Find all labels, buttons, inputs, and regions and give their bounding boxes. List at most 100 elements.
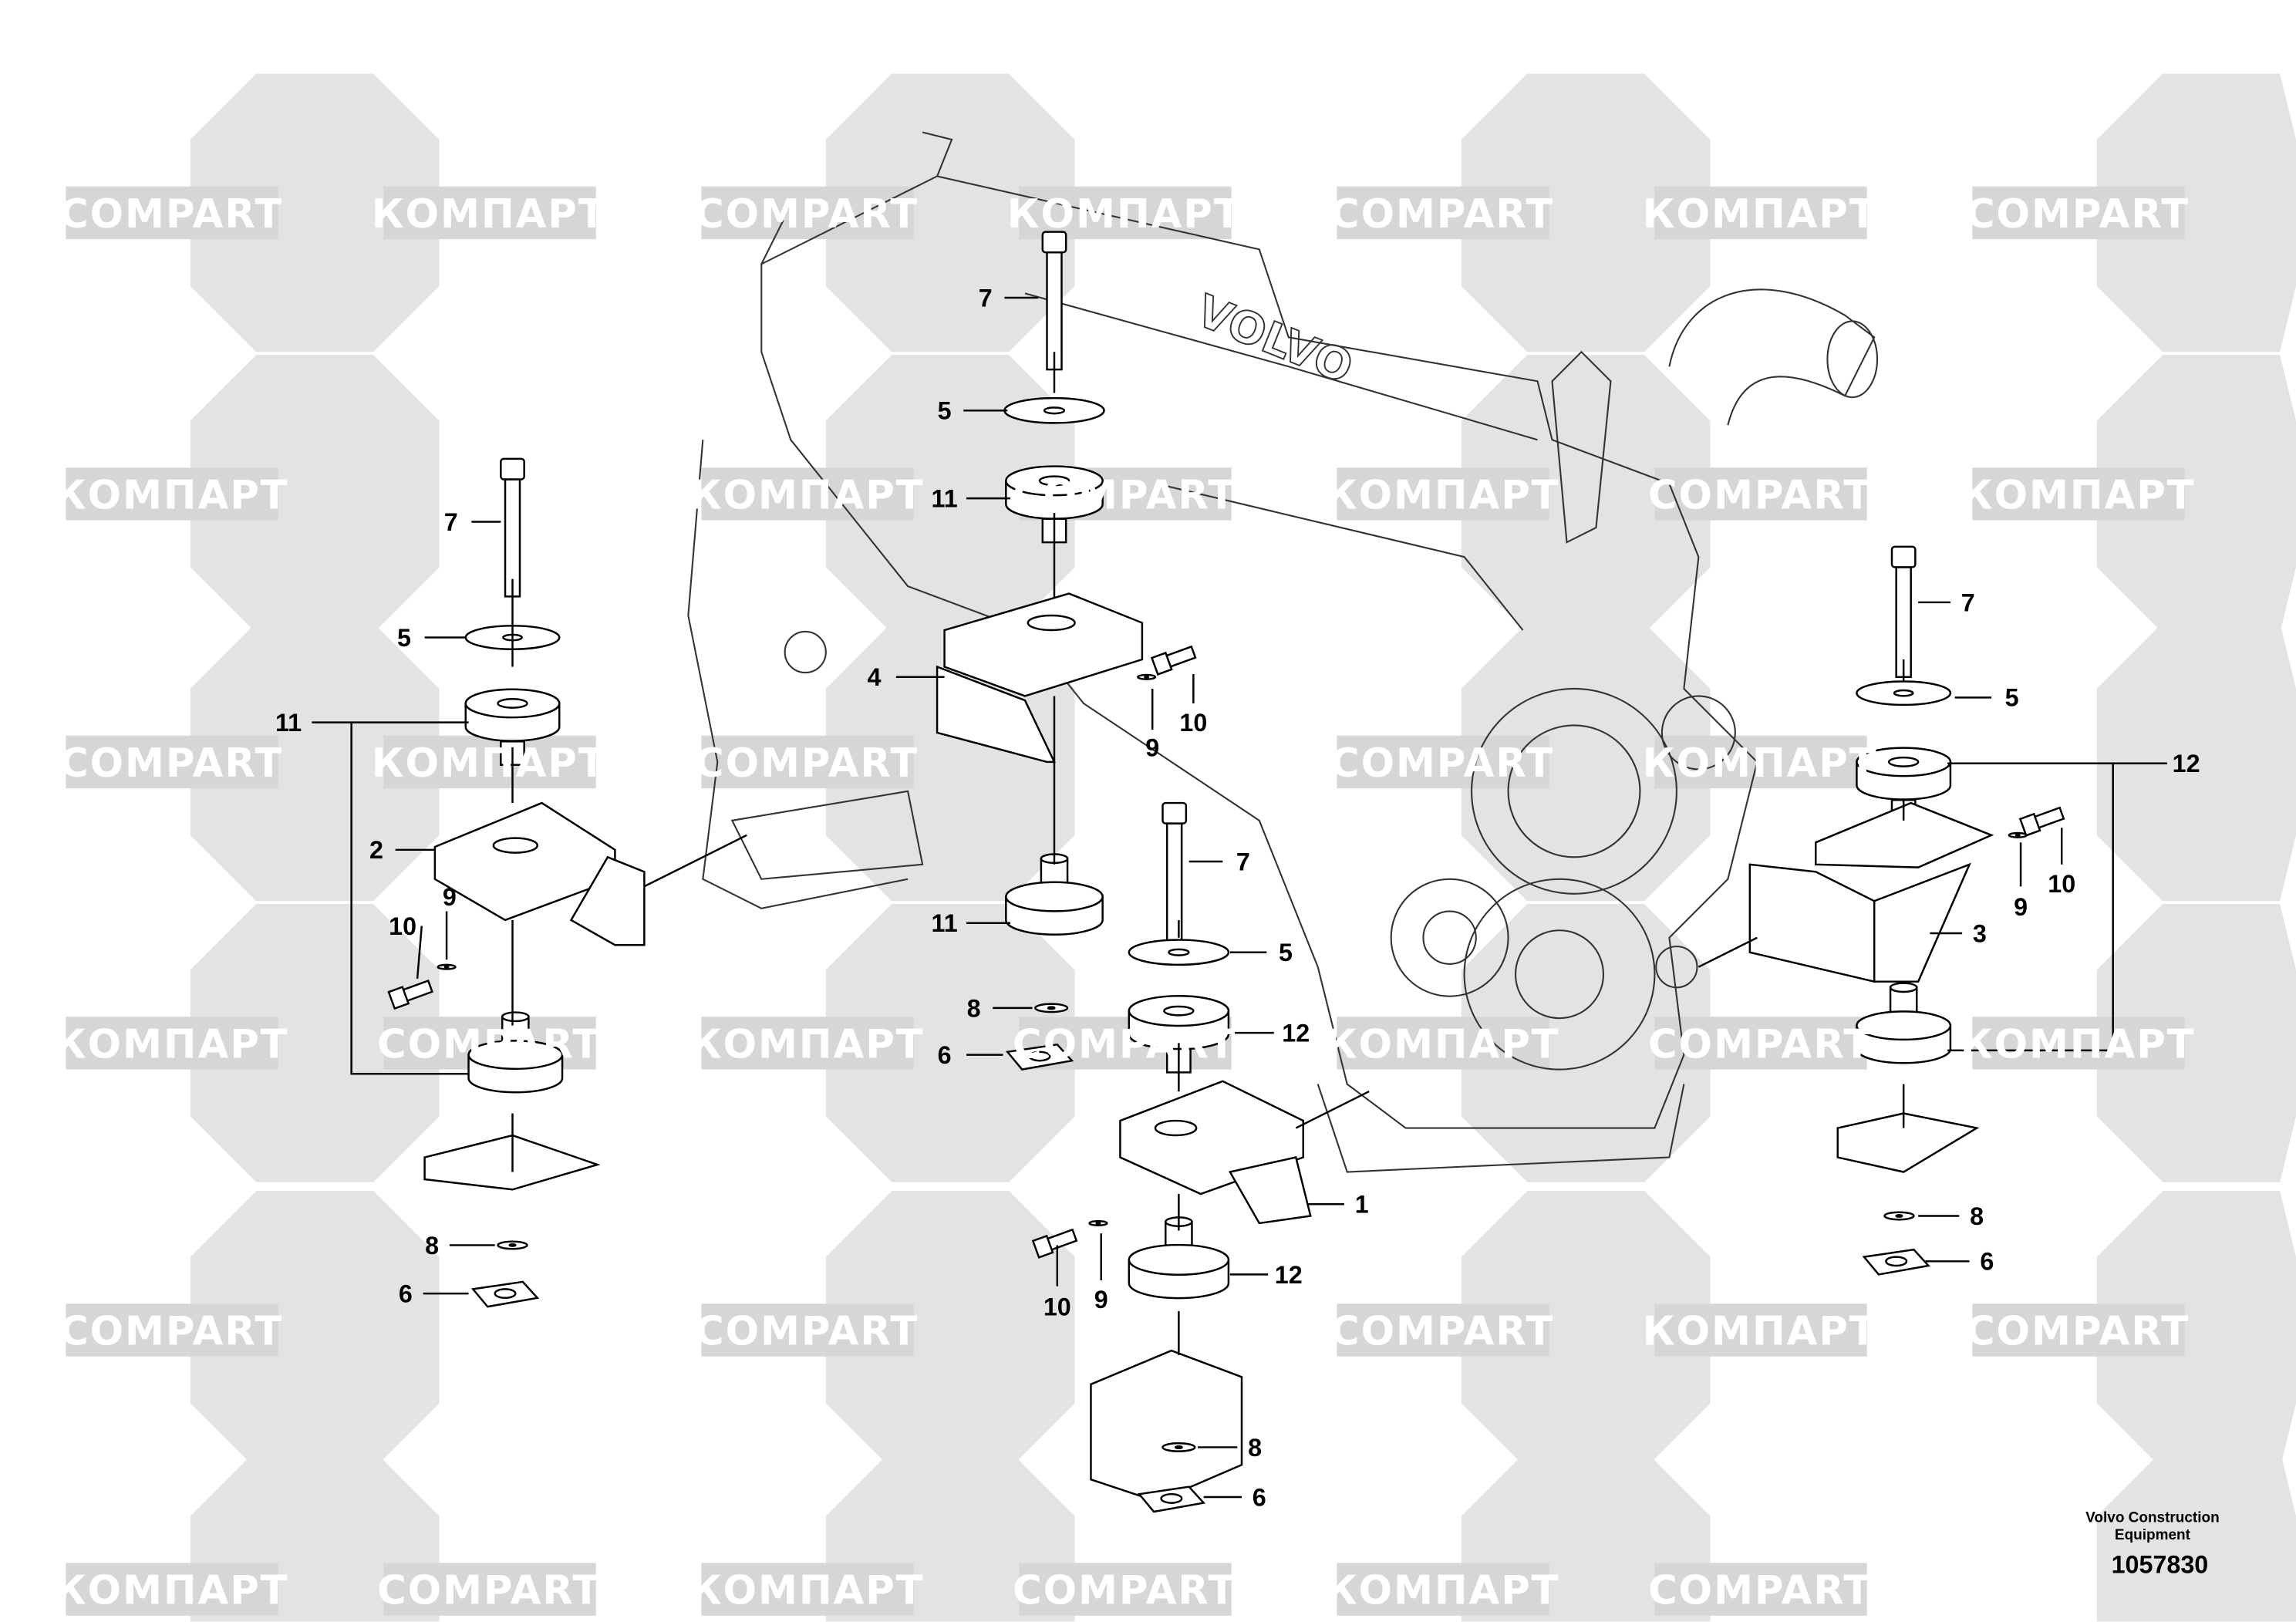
washer-hole [1047,1006,1056,1010]
watermark-hexagon [825,904,1075,1182]
watermark-hexagon [190,1191,440,1469]
watermark-banner [1337,1017,1549,1070]
callout-number: 11 [932,909,958,937]
washer-hole [443,965,450,969]
watermark-text: КОМПАРТ [1325,1021,1560,1067]
bracket-3-face [1748,863,1876,983]
callout-number: 9 [1145,733,1159,761]
bracket-4-face [936,665,1056,764]
washer-hole [508,1243,517,1247]
watermark-banner [1972,1017,2185,1070]
callout-number: 10 [389,912,416,940]
credit-block: Volvo Construction Equipment 1057830 [2085,1509,2220,1578]
watermark-text: COMPART [59,740,283,787]
credit-line2: Equipment [2115,1527,2191,1543]
washer-hole [1893,689,1914,697]
watermark-banner [1019,186,1232,240]
watermark-text: КОМПАРТ [689,1568,925,1614]
chassis-plate-left [423,1134,601,1191]
watermark-banner [66,467,278,521]
clip-hole [1885,1256,1908,1267]
watermark-text: COMPART [1648,472,1872,518]
watermark-text: КОМПАРТ [54,472,289,518]
washer-hole [1043,406,1066,415]
watermark-banner [1337,186,1549,240]
bracket-3-top [1815,801,1994,868]
watermark-hexagon [1461,622,1711,902]
watermark-text: КОМПАРТ [1961,1021,2196,1067]
watermark-text: COMPART [1330,191,1554,238]
callout-number: 11 [932,485,958,513]
credit-line1: Volvo Construction [2085,1509,2220,1526]
watermark-text: COMPART [1013,1021,1236,1067]
clip-hole [1028,1050,1051,1062]
watermark-banner [66,1017,278,1070]
watermark-text: COMPART [1966,191,2190,238]
callout-number: 7 [1236,848,1250,875]
watermark-hexagon [2096,73,2296,352]
watermark-text-layer: COMPART КОМПАРТ COMPART КОМПАРТ COMPART КОМПА… [54,191,2196,1614]
watermark-text: COMPART [1966,1309,2190,1355]
watermark-banner [1654,467,1867,521]
washer-hole [1895,1214,1903,1218]
bracket-hole [1154,1119,1198,1137]
engine-brand-text: VOLVO [1189,285,1360,393]
callout-number: 7 [444,508,458,536]
mount-hole [1163,1005,1195,1017]
callout-number: 7 [979,284,993,312]
watermark-banner [1654,186,1867,240]
bolt-head [500,457,525,481]
watermark-banner [1337,1563,1549,1616]
watermark-banner [1019,1563,1232,1616]
watermark-banner [383,186,596,240]
rubber-mount-top [1128,1243,1230,1276]
callout-number: 12 [1282,1020,1310,1047]
watermark-layer [66,73,2296,1622]
callout-number: 8 [1248,1434,1262,1462]
callout-number: 9 [1094,1286,1108,1313]
mount-hole [497,698,528,709]
mount-hole [1887,756,1920,767]
bracket-4 [943,592,1144,697]
watermark-hexagon [1461,904,1711,1182]
watermark-banner [1337,735,1549,789]
callout-number: 5 [2005,684,2019,712]
watermark-hexagon [825,1191,1075,1469]
callout-number: 5 [1279,939,1293,966]
watermark-banner [1972,1303,2185,1357]
watermark-hexagon [825,73,1075,352]
watermark-text: COMPART [59,191,283,238]
watermark-text: COMPART [1013,1568,1236,1614]
watermark-text: КОМПАРТ [372,740,607,787]
callout-number: 6 [399,1280,413,1307]
washer-hole [1174,1445,1183,1449]
bracket-hole [492,837,539,854]
rubber-mount-top [1856,1010,1952,1041]
watermark-text: КОМПАРТ [1643,1309,1878,1355]
watermark-banner [1654,735,1867,789]
watermark-hexagon [825,355,1075,633]
watermark-banner [701,735,914,789]
watermark-text: COMPART [377,1568,601,1614]
watermark-hexagon [1461,1191,1711,1469]
watermark-banner [66,735,278,789]
watermark-hexagon [2096,622,2296,902]
callout-number: 10 [1043,1293,1071,1321]
callout-number: 11 [275,709,302,737]
leader-line [416,926,423,979]
rubber-mount-top [1005,881,1104,912]
callout-number: 6 [938,1041,952,1069]
watermark-banner [701,1563,914,1616]
watermark-text: КОМПАРТ [1643,740,1878,787]
rubber-mount-top [467,1040,564,1071]
mount-hole [1038,475,1070,487]
callout-number: 9 [2014,893,2028,921]
bracket-1-side [1228,1156,1312,1225]
bolt-head [1041,231,1067,254]
leader-line [643,834,747,888]
mount-neck-top [1889,982,1918,993]
side-bolt-head [2018,812,2041,837]
watermark-text: COMPART [695,191,919,238]
